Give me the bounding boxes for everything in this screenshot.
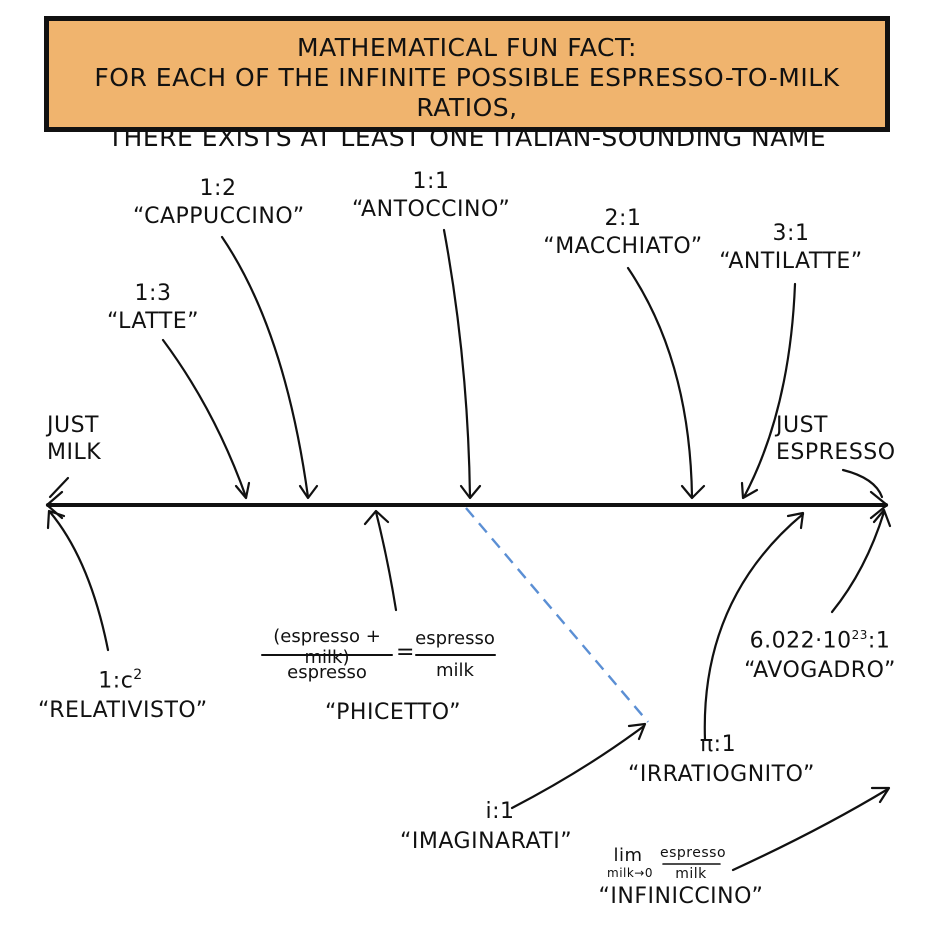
phicetto-lhs-denominator: espresso	[287, 662, 367, 683]
phicetto-equals: =	[396, 640, 415, 665]
avogadro-ratio-tail: :1	[867, 628, 891, 654]
just-milk-line-1: JUST	[47, 413, 99, 438]
arrowhead-macchiato	[680, 484, 706, 500]
phicetto-rhs-numerator: espresso	[415, 628, 495, 649]
cappuccino-name: “CAPPUCCINO”	[133, 204, 305, 229]
irratiognito-label: π:1 “IRRATIOGNITO”	[628, 730, 815, 790]
arrow-relativisto	[48, 510, 110, 652]
macchiato-ratio: 2:1	[604, 206, 642, 231]
banner-line-2: FOR EACH OF THE INFINITE POSSIBLE ESPRES…	[94, 63, 840, 122]
latte-name: “LATTE”	[106, 309, 200, 334]
dashed-connector	[465, 507, 649, 723]
arrow-antoccino	[442, 228, 472, 499]
macchiato-name: “MACCHIATO”	[543, 234, 703, 259]
avogadro-ratio-base: 6.022·10	[749, 628, 852, 654]
arrow-just-espresso	[841, 468, 884, 499]
arrow-just-milk	[48, 476, 70, 499]
just-espresso-label: JUST ESPRESSO	[776, 412, 896, 466]
arrowhead-infiniccino	[870, 786, 891, 804]
title-banner: MATHEMATICAL FUN FACT: FOR EACH OF THE I…	[44, 16, 890, 152]
arrow-avogadro	[830, 510, 886, 614]
arrowhead-imaginarati	[627, 722, 647, 741]
arrow-infiniccino	[731, 787, 890, 872]
relativisto-ratio-base: 1:c	[98, 668, 134, 694]
irratiognito-name: “IRRATIOGNITO”	[628, 762, 815, 787]
infiniccino-name: “INFINICCINO”	[598, 884, 764, 909]
arrow-phicetto	[374, 510, 398, 612]
macchiato-label: 2:1 “MACCHIATO”	[543, 205, 703, 261]
imaginarati-ratio: i:1	[485, 799, 515, 824]
infiniccino-denominator: milk	[675, 866, 707, 882]
relativisto-name: “RELATIVISTO”	[38, 698, 208, 724]
imaginarati-name: “IMAGINARATI”	[400, 829, 573, 854]
antoccino-name: “ANTOCCINO”	[352, 197, 511, 222]
banner-line-3: THERE EXISTS AT LEAST ONE ITALIAN-SOUNDI…	[107, 123, 827, 152]
arrow-cappuccino	[220, 235, 310, 499]
avogadro-label: 6.022·1023:1 “AVOGADRO”	[740, 620, 900, 686]
arrowhead-avogadro	[872, 508, 892, 528]
avogadro-ratio: 6.022·1023:1	[740, 620, 900, 656]
just-milk-label: JUST MILK	[47, 412, 101, 466]
avogadro-ratio-exponent: 23	[851, 628, 868, 642]
infiniccino-lim: lim	[613, 845, 643, 866]
relativisto-label: 1:c2 “RELATIVISTO”	[38, 660, 208, 726]
antilatte-label: 3:1 “ANTILATTE”	[716, 220, 866, 276]
phicetto-name: “PHICETTO”	[324, 700, 462, 725]
arrow-latte	[161, 338, 248, 499]
antoccino-ratio: 1:1	[412, 169, 450, 194]
arrowhead-latte	[234, 481, 251, 500]
arrowhead-phicetto	[363, 509, 390, 526]
antilatte-ratio: 3:1	[772, 221, 810, 246]
latte-ratio: 1:3	[134, 281, 172, 306]
antoccino-label: 1:1 “ANTOCCINO”	[352, 168, 510, 224]
avogadro-name: “AVOGADRO”	[744, 658, 896, 684]
cappuccino-label: 1:2 “CAPPUCCINO”	[133, 175, 305, 231]
arrowhead-antilatte	[740, 481, 759, 500]
just-espresso-line-1: JUST	[776, 413, 828, 438]
arrowhead-relativisto	[46, 509, 66, 530]
antilatte-name: “ANTILATTE”	[719, 249, 863, 274]
irratiognito-ratio: π:1	[699, 732, 737, 757]
axis-right-arrowhead	[869, 490, 889, 520]
arrowhead-irratiognito	[786, 511, 805, 530]
just-espresso-line-2: ESPRESSO	[776, 440, 896, 465]
relativisto-ratio-exponent: 2	[133, 667, 143, 683]
infiniccino-lim-subscript: milk→0	[607, 866, 653, 880]
arrowhead-antoccino	[459, 484, 482, 500]
relativisto-ratio: 1:c2	[38, 660, 203, 696]
banner-line-1: MATHEMATICAL FUN FACT:	[297, 33, 637, 62]
imaginarati-label: i:1 “IMAGINARATI”	[400, 797, 573, 857]
infiniccino-numerator: espresso	[660, 845, 727, 861]
arrow-macchiato	[626, 266, 694, 499]
cappuccino-ratio: 1:2	[199, 176, 237, 201]
arrowhead-cappuccino	[298, 484, 319, 500]
latte-label: 1:3 “LATTE”	[93, 280, 213, 336]
just-milk-line-2: MILK	[47, 440, 102, 465]
arrow-antilatte	[742, 282, 797, 499]
phicetto-lhs-numerator: (espresso + milk)	[273, 626, 381, 668]
arrow-imaginarati	[510, 724, 646, 810]
phicetto-rhs-denominator: milk	[436, 660, 474, 681]
arrow-irratiognito	[703, 512, 805, 742]
